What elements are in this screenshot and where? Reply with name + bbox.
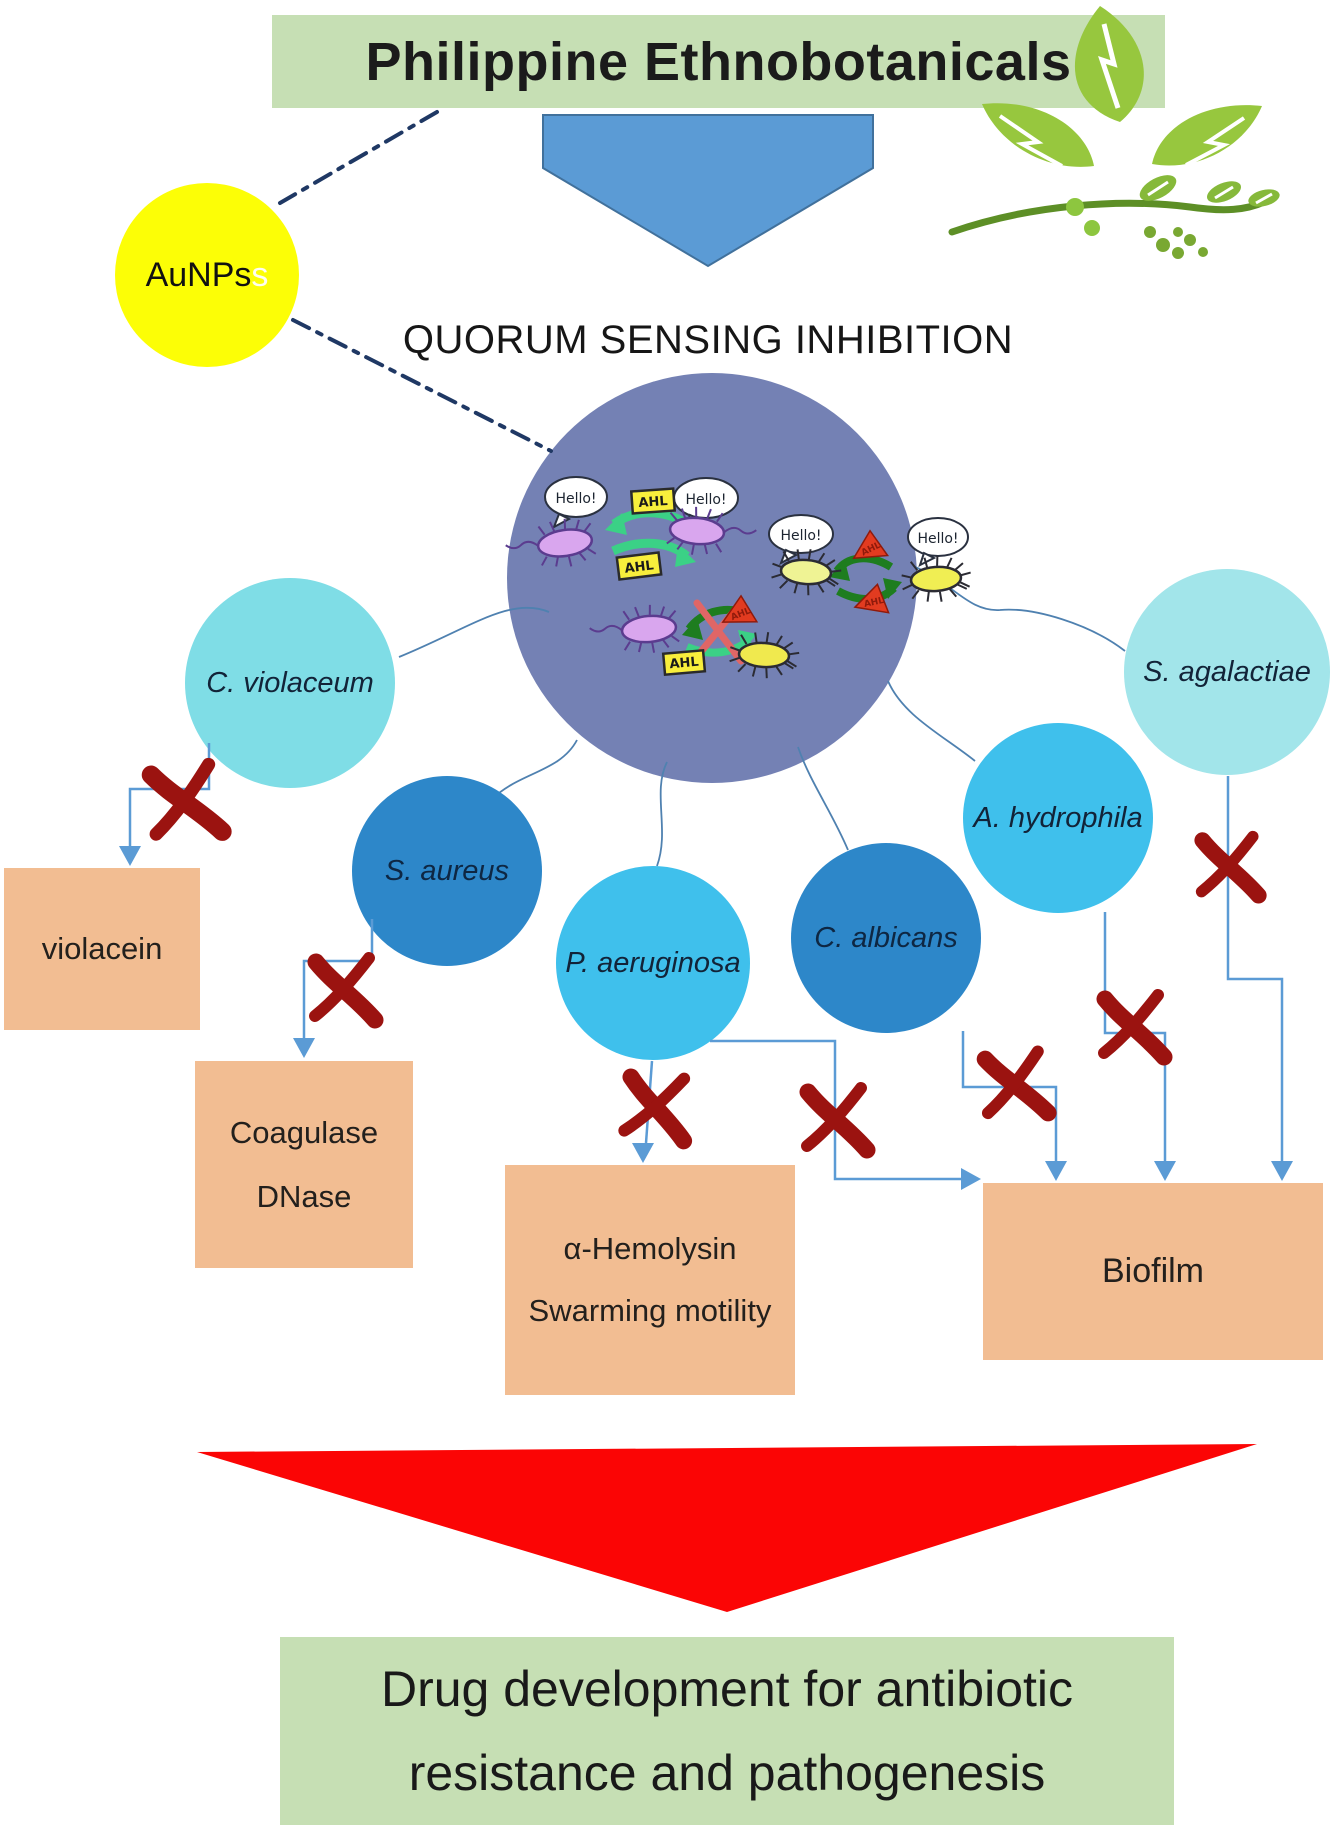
product-box-hemolysin-swarming: α-Hemolysin Swarming motility bbox=[505, 1165, 795, 1395]
organism-circle-c-violaceum: C. violaceum bbox=[185, 578, 395, 788]
arrow-violacein bbox=[128, 743, 211, 848]
conclusion-line-2: resistance and pathogenesis bbox=[408, 1745, 1046, 1801]
arrow-biofilm-left bbox=[710, 1039, 963, 1181]
organism-circle-c-albicans: C. albicans bbox=[791, 843, 981, 1033]
product-label: Biofilm bbox=[1101, 1252, 1205, 1290]
conclusion-line-1: Drug development for antibiotic bbox=[380, 1661, 1074, 1717]
header-box: Philippine Ethnobotanicals bbox=[272, 15, 1165, 108]
down-arrow-icon bbox=[542, 114, 874, 268]
organism-label: A. hydrophila bbox=[973, 801, 1143, 834]
organism-circle-s-aureus: S. aureus bbox=[352, 776, 542, 966]
inhibit-x-icon bbox=[984, 1051, 1048, 1117]
inhibit-x-icon bbox=[315, 958, 375, 1020]
berry-icons bbox=[1066, 198, 1208, 259]
connector-s-agalactiae bbox=[912, 565, 1126, 652]
product-label: Coagulase bbox=[229, 1114, 379, 1150]
product-box-coagulase-dnase: Coagulase DNase bbox=[195, 1061, 413, 1268]
branch-icon bbox=[948, 198, 1268, 236]
conclusion-box: Drug development for antibiotic resistan… bbox=[280, 1637, 1174, 1825]
product-label: DNase bbox=[256, 1178, 352, 1214]
inhibit-x-icon bbox=[624, 1073, 690, 1141]
connector-s-aureus bbox=[491, 739, 578, 800]
connector-c-albicans bbox=[797, 746, 849, 851]
speech-bubble-text: Hello! bbox=[917, 531, 958, 547]
page-title: Philippine Ethnobotanicals bbox=[365, 31, 1072, 92]
product-box-violacein: violacein bbox=[4, 868, 200, 1030]
organism-circle-a-hydrophila: A. hydrophila bbox=[963, 723, 1153, 913]
inhibit-x-icon bbox=[807, 1088, 867, 1150]
dash-connector-top bbox=[278, 110, 439, 205]
red-funnel-arrow-icon bbox=[197, 1444, 1257, 1612]
product-label: α-Hemolysin bbox=[563, 1231, 737, 1266]
arrow-biofilm-3 bbox=[1226, 776, 1284, 1163]
speech-bubble: Hello! bbox=[907, 517, 969, 567]
arrow-hemolysin bbox=[644, 1060, 654, 1144]
connector-a-hydrophila bbox=[887, 680, 976, 762]
quorum-sensing-title: QUORUM SENSING INHIBITION bbox=[402, 318, 1014, 362]
inhibit-x-icon bbox=[1202, 837, 1259, 896]
organism-circle-p-aeruginosa: P. aeruginosa bbox=[556, 866, 750, 1060]
organism-label: C. albicans bbox=[814, 921, 958, 954]
organism-label: C. violaceum bbox=[206, 666, 374, 699]
aunps-ghost-suffix: s bbox=[251, 255, 269, 294]
small-leaf-icons bbox=[1139, 175, 1280, 207]
organism-circle-s-agalactiae: S. agalactiae bbox=[1124, 569, 1330, 775]
inhibit-x-icon bbox=[150, 764, 223, 839]
inhibit-x-icon bbox=[1104, 995, 1164, 1057]
product-label: Swarming motility bbox=[528, 1293, 772, 1328]
product-label: violacein bbox=[41, 931, 163, 966]
small-leaf-veins bbox=[1147, 180, 1273, 205]
product-box-biofilm: Biofilm bbox=[983, 1183, 1323, 1360]
arrow-biofilm-1 bbox=[961, 1031, 1058, 1163]
organism-label: S. aureus bbox=[384, 854, 510, 887]
quorum-sensing-circle bbox=[507, 373, 917, 783]
arrow-coagulase bbox=[302, 919, 374, 1040]
aunps-label: AuNPs bbox=[145, 255, 252, 294]
organism-label: P. aeruginosa bbox=[565, 946, 741, 979]
arrow-biofilm-2 bbox=[1103, 912, 1167, 1163]
organism-label: S. agalactiae bbox=[1143, 655, 1311, 688]
aunps-dash-connectors bbox=[278, 110, 553, 453]
